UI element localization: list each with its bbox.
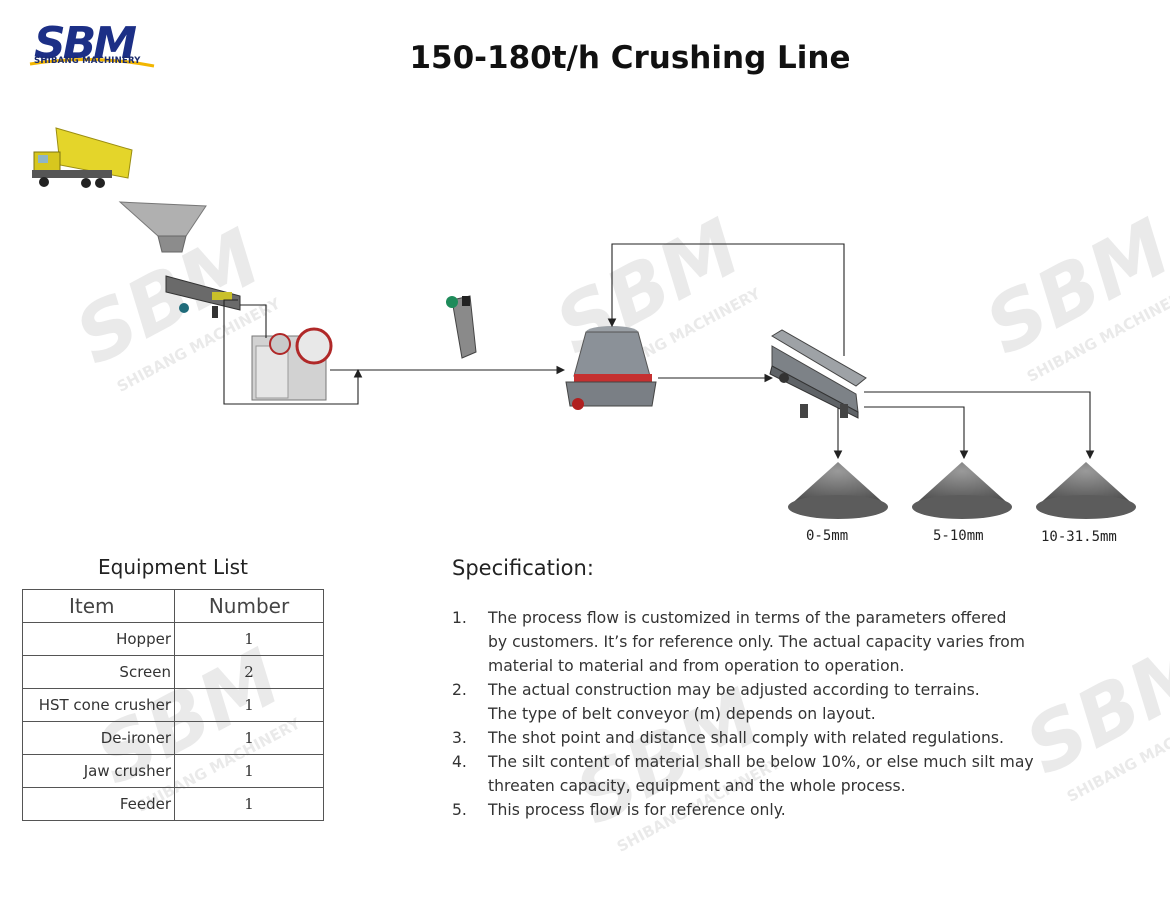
table-header-row: Item Number bbox=[22, 589, 324, 623]
specification-list: 1. The process flow is customized in ter… bbox=[452, 606, 1072, 822]
spec-line: The actual construction may be adjusted … bbox=[488, 681, 980, 699]
number-cell: 1 bbox=[174, 721, 324, 755]
de-ironer-icon bbox=[446, 295, 477, 359]
number-cell: 1 bbox=[174, 688, 324, 722]
cone-crusher-icon bbox=[565, 326, 657, 410]
stockpile-icon bbox=[912, 462, 1012, 519]
output-label: 0-5mm bbox=[806, 528, 849, 544]
spec-item: 3. The shot point and distance shall com… bbox=[452, 726, 1072, 750]
table-row: De-ironer 1 bbox=[22, 721, 324, 755]
page-title: 150-180t/h Crushing Line bbox=[409, 40, 851, 76]
equipment-table: Item Number Hopper 1 Screen 2 HST cone c… bbox=[22, 589, 324, 821]
table-row: Jaw crusher 1 bbox=[22, 754, 324, 788]
spec-number: 3. bbox=[452, 729, 467, 747]
spec-line: The process flow is customized in terms … bbox=[488, 609, 1007, 627]
sbm-logo: SBM bbox=[26, 14, 158, 84]
spec-item: 2. The actual construction may be adjust… bbox=[452, 678, 1072, 726]
spec-line: The shot point and distance shall comply… bbox=[488, 729, 1004, 747]
equipment-list-heading: Equipment List bbox=[98, 555, 248, 579]
table-row: HST cone crusher 1 bbox=[22, 688, 324, 722]
spec-line: threaten capacity, equipment and the who… bbox=[488, 777, 906, 795]
number-cell: 1 bbox=[174, 622, 324, 656]
spec-line: The silt content of material shall be be… bbox=[488, 753, 1034, 771]
feeder-icon bbox=[165, 275, 241, 318]
item-cell: Feeder bbox=[22, 787, 175, 821]
spec-item: 1. The process flow is customized in ter… bbox=[452, 606, 1072, 678]
spec-number: 5. bbox=[452, 801, 467, 819]
spec-line: The type of belt conveyor (m) depends on… bbox=[488, 705, 876, 723]
dump-truck-icon bbox=[32, 127, 133, 188]
number-cell: 2 bbox=[174, 655, 324, 689]
hopper-icon bbox=[118, 201, 207, 253]
spec-item: 5. This process flow is for reference on… bbox=[452, 798, 1072, 822]
vibrating-screen-icon bbox=[769, 329, 867, 419]
spec-item: 4. The silt content of material shall be… bbox=[452, 750, 1072, 798]
column-header: Item bbox=[22, 589, 175, 623]
stockpile-icon bbox=[1036, 462, 1136, 519]
table-row: Screen 2 bbox=[22, 655, 324, 689]
spec-number: 4. bbox=[452, 753, 467, 771]
output-label: 10-31.5mm bbox=[1041, 529, 1117, 545]
number-cell: 1 bbox=[174, 754, 324, 788]
table-row: Feeder 1 bbox=[22, 787, 324, 821]
output-label: 5-10mm bbox=[933, 528, 984, 544]
column-header: Number bbox=[174, 589, 324, 623]
item-cell: Jaw crusher bbox=[22, 754, 175, 788]
spec-number: 1. bbox=[452, 609, 467, 627]
flow-lines bbox=[223, 243, 1095, 460]
spec-line: material to material and from operation … bbox=[488, 657, 905, 675]
item-cell: Screen bbox=[22, 655, 175, 689]
spec-line: This process flow is for reference only. bbox=[488, 801, 786, 819]
item-cell: De-ironer bbox=[22, 721, 175, 755]
item-cell: Hopper bbox=[22, 622, 175, 656]
spec-line: by customers. It’s for reference only. T… bbox=[488, 633, 1026, 651]
spec-number: 2. bbox=[452, 681, 467, 699]
stockpile-icon bbox=[788, 462, 888, 519]
specification-heading: Specification: bbox=[452, 556, 594, 580]
number-cell: 1 bbox=[174, 787, 324, 821]
process-flow-diagram bbox=[32, 127, 1136, 519]
company-name: SHIBANG MACHINERY bbox=[34, 56, 141, 66]
table-row: Hopper 1 bbox=[22, 622, 324, 656]
jaw-crusher-icon bbox=[251, 327, 333, 401]
item-cell: HST cone crusher bbox=[22, 688, 175, 722]
